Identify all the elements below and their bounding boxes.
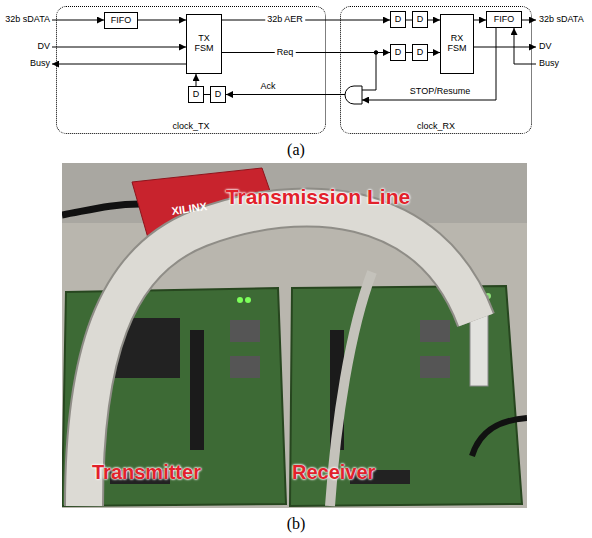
signal-name: DV [37, 42, 50, 52]
logic-block: D [412, 11, 428, 28]
receiver-board [290, 286, 522, 506]
logic-block: D [188, 86, 204, 103]
table-surface [62, 163, 527, 508]
regulator [230, 356, 260, 378]
signal-connector [428, 20, 440, 21]
regulator [420, 320, 450, 342]
output-wire [52, 64, 186, 65]
ribbon-cable [84, 207, 476, 506]
block-label: D [395, 48, 402, 58]
signal-name: Busy [30, 59, 50, 69]
signal-connector [196, 74, 197, 86]
photo-caption: Receiver [292, 461, 375, 483]
signal-connector [222, 52, 390, 53]
and-gate-symbol [345, 86, 362, 104]
input-wire [52, 47, 186, 48]
panel-label: (a) [287, 141, 305, 159]
logic-block: RX FSM [440, 14, 474, 74]
stop-wire [362, 28, 496, 100]
signal-connector [474, 20, 486, 21]
logic-block: D [390, 44, 406, 61]
signal-name: 32b sDATA [5, 15, 50, 25]
panel-label: (b) [287, 515, 306, 533]
power-cable [472, 418, 527, 456]
logic-block: D [390, 11, 406, 28]
logic-block: TX FSM [186, 14, 222, 74]
logic-block: FIFO [104, 12, 138, 29]
photo [62, 163, 527, 508]
led [245, 297, 251, 303]
pin-header [190, 330, 204, 450]
block-label: clock_RX [417, 121, 455, 131]
led [237, 297, 243, 303]
photo-caption: Transmitter [92, 461, 201, 483]
signal-name: Req [275, 48, 296, 58]
block-label: clock_TX [172, 121, 209, 131]
photo-caption: Transmission Line [226, 185, 410, 208]
logic-block: FIFO [486, 11, 522, 28]
req-branch-wire [362, 53, 376, 91]
block-label: D [417, 15, 424, 25]
input-wire [52, 20, 104, 21]
logic-block: D [210, 86, 226, 103]
block-label: D [395, 15, 402, 25]
block-label: D [193, 90, 200, 100]
output-wire [522, 20, 536, 21]
signal-connector [222, 20, 390, 21]
block-label: D [215, 90, 222, 100]
block-label: RX FSM [443, 34, 471, 54]
block-label: FIFO [111, 16, 132, 26]
signal-name: STOP/Resume [410, 87, 470, 97]
ack-wire [226, 94, 345, 95]
input-wire [514, 28, 536, 64]
block-label: TX FSM [189, 34, 219, 54]
signal-name: 32b AER [265, 15, 305, 25]
regulator [230, 320, 260, 342]
signal-connector [138, 20, 186, 21]
block-label: D [417, 48, 424, 58]
signal-name: 32b sDATA [539, 15, 584, 25]
clock-domain: clock_RX D D D D RX FSM FIFO [340, 6, 532, 134]
signal-name: Ack [260, 82, 275, 92]
ribbon-cable-edge [84, 207, 476, 506]
signal-name: DV [539, 42, 552, 52]
regulator [420, 356, 450, 378]
signal-name: Busy [539, 59, 559, 69]
usb-cable [62, 204, 140, 215]
block-label: FIFO [494, 15, 515, 25]
clock-domain: clock_TX FIFO TX FSM D D [56, 6, 326, 134]
signal-connector [428, 52, 440, 53]
logic-block: D [412, 44, 428, 61]
brand-text: XILINX [171, 200, 208, 217]
output-wire [474, 47, 536, 48]
